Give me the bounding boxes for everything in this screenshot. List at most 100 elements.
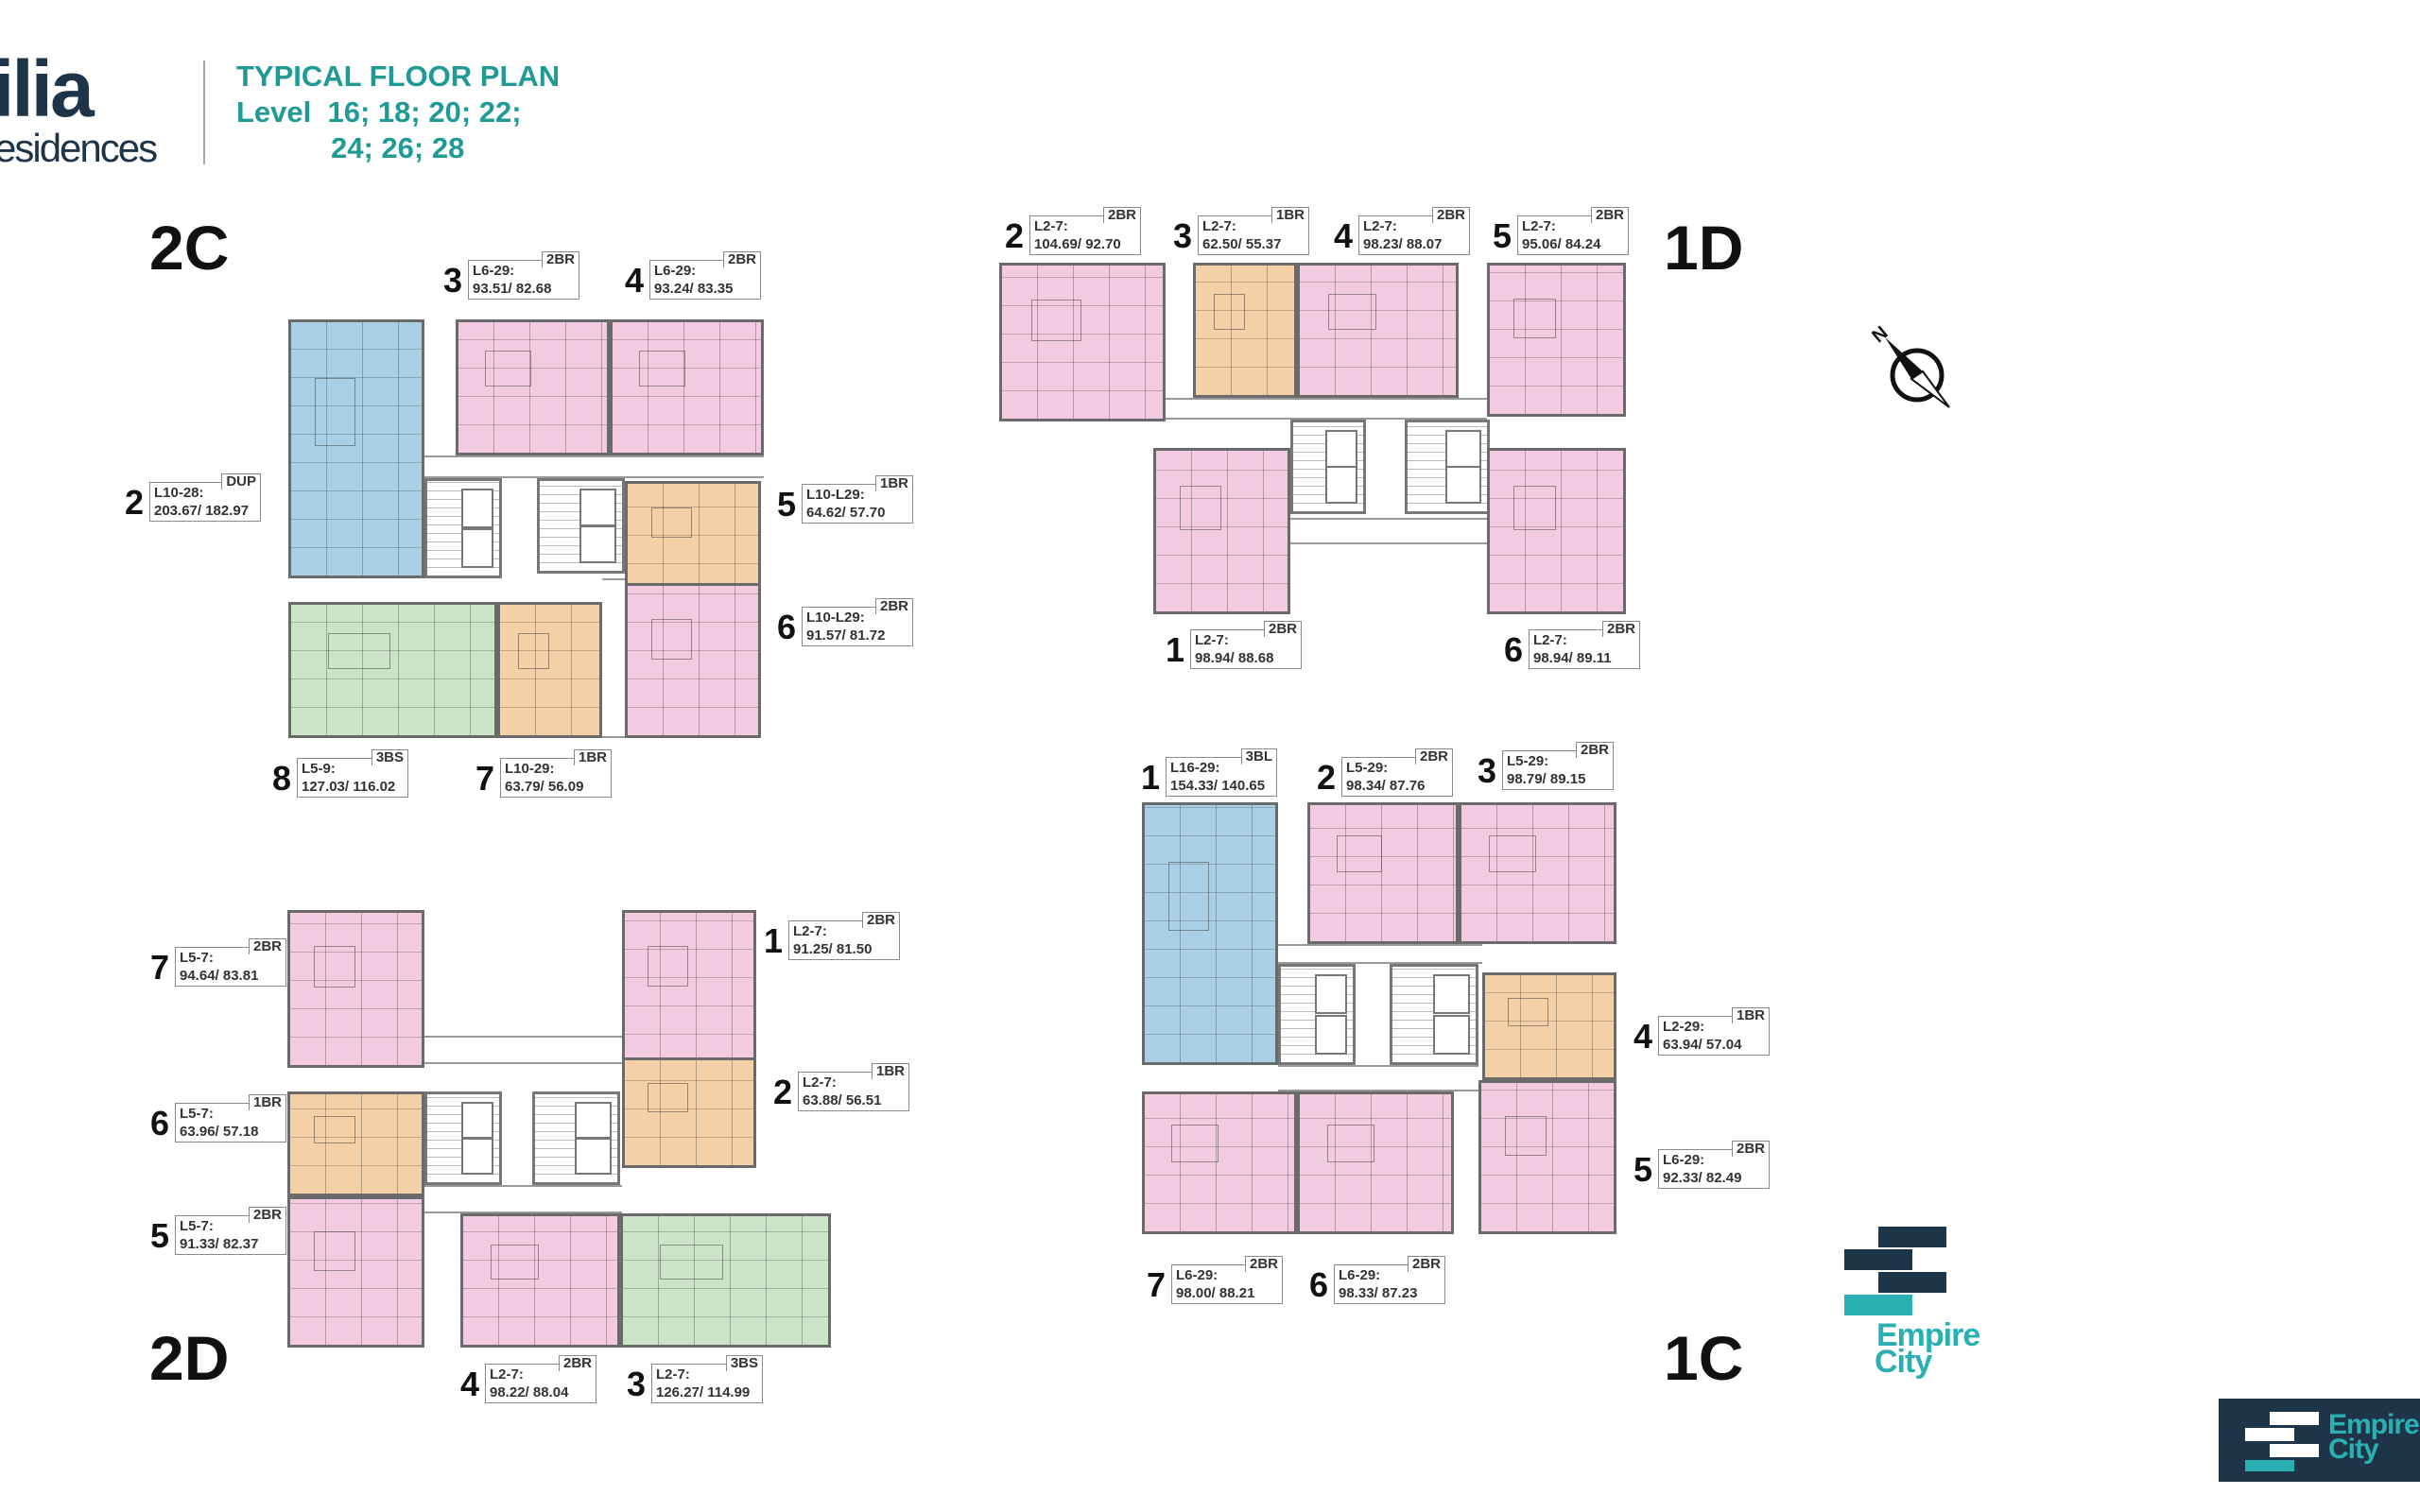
unit-2-plan[interactable] <box>622 1057 756 1168</box>
unit-2-plan[interactable] <box>999 263 1166 421</box>
unit-levels: L6-29: <box>654 263 697 279</box>
unit-4-plan[interactable] <box>1297 263 1459 398</box>
unit-number: 3 <box>627 1365 647 1403</box>
compass-north-label: N <box>1868 322 1892 347</box>
unit-number: 8 <box>272 759 292 798</box>
unit-7-plan[interactable] <box>497 602 602 738</box>
unit-levels: L5-29: <box>1346 760 1389 776</box>
unit-area: 91.57/ 81.72 <box>806 627 886 644</box>
unit-info-box: L10-L29: 1BR 64.62/ 57.70 <box>802 475 913 524</box>
corridor <box>1278 1065 1478 1091</box>
unit-8-plan[interactable] <box>288 602 497 738</box>
unit-area: 98.79/ 89.15 <box>1507 771 1586 787</box>
unit-6-plan[interactable] <box>1297 1091 1454 1234</box>
unit-type: 3BS <box>725 1355 763 1371</box>
unit-4-plan[interactable] <box>460 1213 620 1348</box>
unit-levels: L2-7: <box>1533 632 1567 648</box>
unit-levels: L2-29: <box>1663 1019 1705 1035</box>
unit-number: 7 <box>150 948 170 987</box>
unit-levels: L10-L29: <box>806 487 865 503</box>
unit-1-plan[interactable] <box>1142 802 1278 1065</box>
unit-1-plan[interactable] <box>1153 448 1290 614</box>
empire-city-badge: Empire City <box>2219 1399 2420 1482</box>
unit-area: 63.96/ 57.18 <box>180 1124 259 1140</box>
unit-area: 62.50/ 55.37 <box>1202 236 1282 252</box>
unit-5-plan[interactable] <box>1478 1080 1616 1234</box>
unit-area: 104.69/ 92.70 <box>1034 236 1121 252</box>
unit-number: 2 <box>773 1073 793 1111</box>
unit-3-plan[interactable] <box>456 319 610 455</box>
unit-levels: L5-7: <box>180 1106 214 1122</box>
unit-number: 2 <box>1005 216 1025 255</box>
unit-5-plan[interactable] <box>625 481 761 594</box>
unit-number: 2 <box>125 483 145 522</box>
unit-type: 2BR <box>1431 207 1470 223</box>
unit-type: 1BR <box>248 1094 286 1110</box>
unit-3-plan[interactable] <box>1193 263 1297 398</box>
stair-elevator-core <box>424 1091 502 1185</box>
unit-2-plan[interactable] <box>288 319 424 578</box>
unit-area: 91.25/ 81.50 <box>793 941 873 957</box>
corridor <box>602 578 625 738</box>
unit-6-plan[interactable] <box>287 1091 424 1196</box>
unit-type: 2BR <box>1575 742 1614 758</box>
unit-levels: L6-29: <box>1663 1152 1705 1168</box>
unit-levels: L2-7: <box>793 923 827 939</box>
unit-type: 2BR <box>1407 1256 1445 1272</box>
corridor <box>424 1036 622 1064</box>
unit-6-plan[interactable] <box>625 583 761 738</box>
building-label: 2C <box>149 213 230 283</box>
unit-levels: L10-L29: <box>806 610 865 626</box>
unit-area: 64.62/ 57.70 <box>806 505 886 521</box>
unit-area: 98.33/ 87.23 <box>1339 1285 1418 1301</box>
unit-type: 2BR <box>722 251 761 267</box>
unit-levels: L5-7: <box>180 950 214 966</box>
unit-1-plan[interactable] <box>622 910 756 1065</box>
unit-7-plan[interactable] <box>1142 1091 1297 1234</box>
unit-5-plan[interactable] <box>1487 263 1626 417</box>
corridor <box>1278 944 1482 964</box>
unit-type: 2BR <box>248 1207 286 1223</box>
unit-area: 94.64/ 83.81 <box>180 968 259 984</box>
unit-area: 95.06/ 84.24 <box>1522 236 1601 252</box>
unit-levels: L2-7: <box>1202 218 1236 234</box>
unit-type: 1BR <box>1731 1007 1770 1023</box>
compass-north-arrow-icon: N <box>1868 322 1950 408</box>
unit-6-plan[interactable] <box>1487 448 1626 614</box>
unit-number: 5 <box>1493 216 1512 255</box>
unit-type: 3BL <box>1240 748 1277 765</box>
unit-levels: L5-7: <box>180 1218 214 1234</box>
unit-type: 2BR <box>861 912 900 928</box>
unit-5-plan[interactable] <box>287 1196 424 1348</box>
unit-4-plan[interactable] <box>610 319 764 455</box>
unit-area: 203.67/ 182.97 <box>154 503 250 519</box>
unit-4-plan[interactable] <box>1482 972 1616 1080</box>
unit-area: 92.33/ 82.49 <box>1663 1170 1742 1186</box>
unit-levels: L2-7: <box>1034 218 1068 234</box>
unit-levels: L10-28: <box>154 485 204 501</box>
project-logo-name: ilia <box>0 44 95 133</box>
unit-3-plan[interactable] <box>1459 802 1616 944</box>
unit-levels: L6-29: <box>1176 1267 1219 1283</box>
unit-area: 93.24/ 83.35 <box>654 281 734 297</box>
unit-type: 1BR <box>874 475 913 491</box>
unit-type: 2BR <box>1731 1141 1770 1157</box>
unit-area: 154.33/ 140.65 <box>1170 778 1266 794</box>
unit-3-plan[interactable] <box>620 1213 831 1348</box>
empire-city-badge-text1: Empire <box>2328 1409 2420 1440</box>
unit-2-plan[interactable] <box>1307 802 1459 944</box>
unit-7-plan[interactable] <box>287 910 424 1068</box>
plan-title: TYPICAL FLOOR PLAN Level 16; 18; 20; 22;… <box>236 59 560 166</box>
unit-type: 2BR <box>248 938 286 954</box>
corridor <box>424 1185 622 1213</box>
